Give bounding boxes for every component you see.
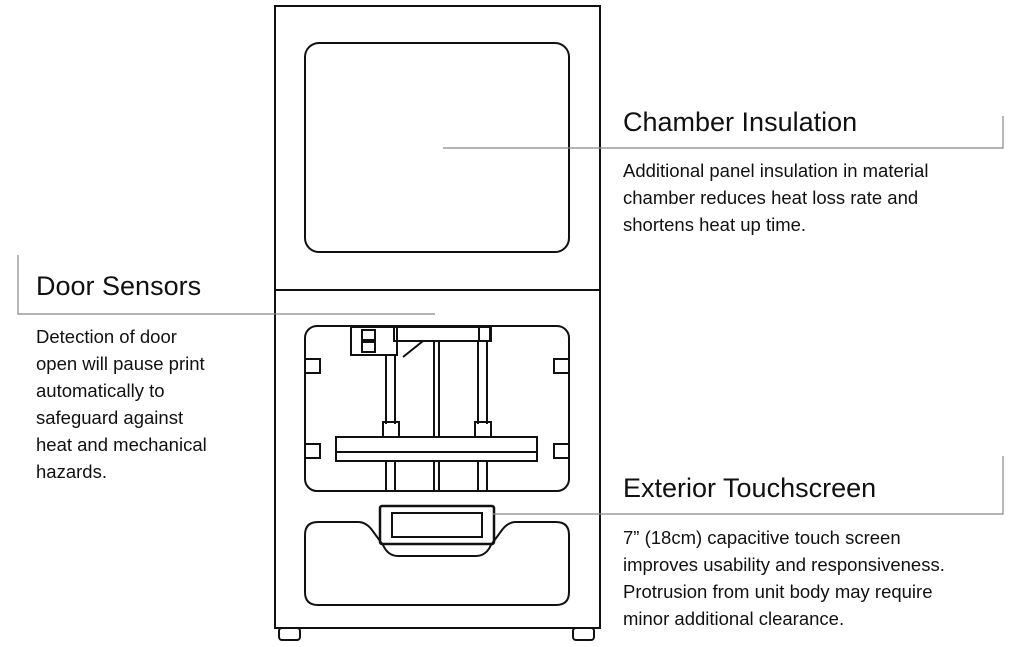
build-chamber-window [304, 325, 570, 492]
text-line: Additional panel insulation in material [623, 160, 929, 181]
exterior-touchscreen-title: Exterior Touchscreen [623, 473, 877, 503]
door-sensors-text: Detection of door open will pause print … [36, 323, 207, 485]
touchscreen [378, 504, 496, 546]
text-line: automatically to [36, 380, 165, 401]
callout-leader-lines [17, 116, 1004, 515]
text-line: safeguard against [36, 407, 184, 428]
text-line: 7” (18cm) capacitive touch screen [623, 527, 901, 548]
text-line: improves usability and responsiveness. [623, 554, 945, 575]
exterior-touchscreen-text: 7” (18cm) capacitive touch screen improv… [623, 524, 945, 632]
door-sensors-title: Door Sensors [36, 271, 202, 301]
chamber-insulation-text: Additional panel insulation in material … [623, 157, 928, 238]
text-line: Detection of door [36, 326, 177, 347]
text-line: minor additional clearance. [623, 608, 845, 629]
text-line: hazards. [36, 461, 107, 482]
text-line: Protrusion from unit body may require [623, 581, 933, 602]
chamber-insulation-title: Chamber Insulation [623, 107, 858, 137]
text-line: open will pause print [36, 353, 205, 374]
printer-body [274, 5, 601, 641]
text-line: chamber reduces heat loss rate and [623, 187, 919, 208]
text-line: shortens heat up time. [623, 214, 807, 235]
drawer [304, 521, 570, 606]
text-line: heat and mechanical [36, 434, 207, 455]
